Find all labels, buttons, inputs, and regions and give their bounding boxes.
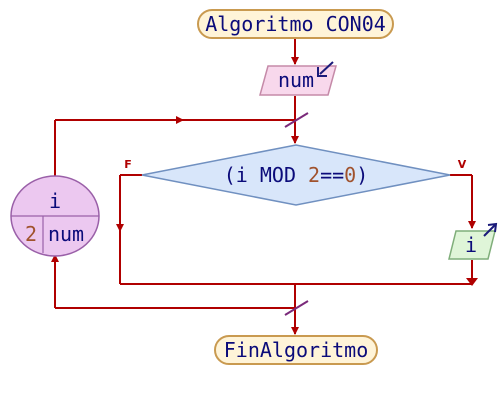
- condition-close: ): [356, 163, 368, 187]
- decision-shape: [141, 144, 451, 206]
- start-node[interactable]: Algoritmo CON04: [197, 9, 394, 39]
- loop-node[interactable]: i 2 num: [10, 175, 100, 257]
- input-arrow-icon: [317, 61, 334, 77]
- loop-end-value: num: [48, 222, 84, 246]
- condition-literal-a: 2: [308, 163, 320, 187]
- decision-condition: (i MOD 2==0): [224, 163, 369, 187]
- end-terminal-shape: [214, 335, 378, 365]
- junction-tick-top-icon: [284, 112, 309, 128]
- true-branch-label: V: [458, 158, 467, 171]
- false-branch-arrow-icon: [116, 224, 124, 232]
- condition-operator: ==: [320, 163, 344, 187]
- condition-literal-b: 0: [344, 163, 356, 187]
- loop-top-arrow-icon: [176, 116, 184, 124]
- false-branch-label: F: [124, 158, 132, 171]
- output-arrow-icon: [483, 222, 498, 237]
- junction-tick-bottom-icon: [284, 300, 309, 316]
- merge-arrow-icon: [466, 278, 478, 286]
- end-node[interactable]: FinAlgoritmo: [214, 335, 378, 365]
- connectors: [51, 38, 478, 335]
- output-var-label: i: [465, 233, 477, 257]
- output-shape: [448, 230, 496, 260]
- start-terminal-shape: [197, 9, 394, 39]
- output-node[interactable]: i: [448, 222, 498, 260]
- condition-open: (i MOD: [224, 163, 308, 187]
- loop-var-label: i: [49, 189, 61, 213]
- input-node[interactable]: num: [259, 61, 337, 96]
- loop-start-value: 2: [25, 222, 37, 246]
- input-var-label: num: [278, 68, 314, 92]
- start-label: Algoritmo CON04: [205, 12, 386, 36]
- end-label: FinAlgoritmo: [224, 338, 369, 362]
- decision-node[interactable]: (i MOD 2==0) F V: [124, 144, 467, 206]
